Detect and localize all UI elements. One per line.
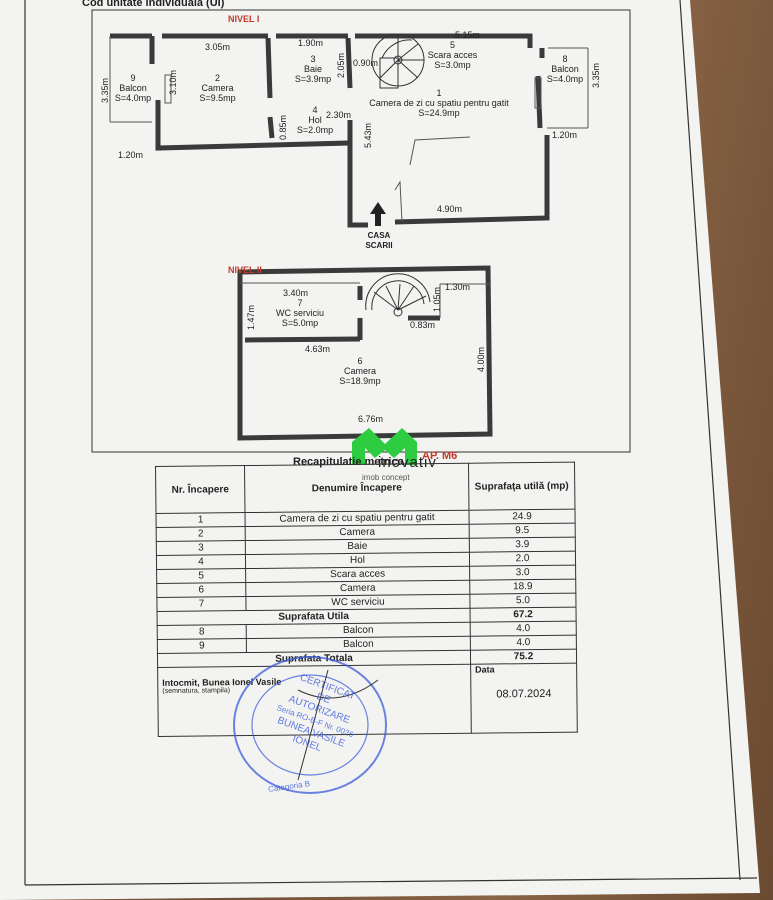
dim-4-00: 4.00m bbox=[476, 346, 486, 372]
dim-1-30: 1.30m bbox=[445, 282, 471, 292]
header-name: Denumire Încapere bbox=[244, 463, 469, 513]
dim-0-90: 0.90m bbox=[353, 58, 379, 68]
logo-tagline: imob concept bbox=[362, 473, 410, 482]
level-1-walls bbox=[110, 33, 550, 228]
dim-2-30: 2.30m bbox=[326, 110, 352, 120]
dim-3-35-right: 3.35m bbox=[591, 62, 601, 88]
logo-name: inovativ bbox=[378, 454, 437, 471]
authorization-stamp-icon bbox=[233, 656, 387, 794]
dim-1-90: 1.90m bbox=[298, 38, 324, 48]
dim-0-85: 0.85m bbox=[278, 114, 288, 140]
recap-title: Recapitulatie metrica bbox=[293, 456, 404, 468]
dim-1-47: 1.47m bbox=[246, 304, 256, 330]
page-border-right bbox=[679, 0, 741, 881]
dim-4-63: 4.63m bbox=[305, 344, 331, 354]
date-value: 08.07.2024 bbox=[496, 687, 552, 701]
table-header-row: Nr. Încapere Denumire Încapere Suprafaţa… bbox=[155, 462, 575, 514]
dim-3-05: 3.05m bbox=[205, 42, 231, 52]
date-label: Data bbox=[475, 664, 495, 675]
dim-3-10: 3.10m bbox=[168, 69, 178, 95]
dim-5-43: 5.43m bbox=[363, 122, 373, 148]
level-2-thin-lines bbox=[240, 282, 490, 318]
level-2-title: NIVEL II bbox=[228, 265, 262, 275]
inovativ-logo-icon bbox=[352, 428, 417, 465]
document-header: Cod unitate individuala (UI) bbox=[82, 0, 225, 9]
apartment-label: AP. M6 bbox=[422, 450, 458, 462]
dim-1-20-left: 1.20m bbox=[118, 150, 144, 160]
stair-access-arrow-icon bbox=[370, 202, 386, 226]
stair-house-label: CASA SCARII bbox=[365, 231, 393, 250]
dim-5-15: 5.15m bbox=[455, 30, 481, 40]
header-area: Suprafaţa utilă (mp) bbox=[468, 462, 575, 511]
dim-0-83: 0.83m bbox=[410, 320, 436, 330]
header-nr: Nr. Încapere bbox=[155, 465, 245, 514]
dim-3-40: 3.40m bbox=[283, 288, 309, 298]
page-border-bottom bbox=[24, 877, 758, 886]
level-2-walls bbox=[237, 265, 493, 441]
level-1-title: NIVEL I bbox=[228, 14, 260, 24]
dim-4-90: 4.90m bbox=[437, 204, 463, 214]
dim-1-20-right: 1.20m bbox=[552, 130, 578, 140]
dim-6-76: 6.76m bbox=[358, 414, 384, 424]
dim-3-35-left: 3.35m bbox=[100, 77, 110, 103]
stair-spiral-level-1 bbox=[371, 33, 425, 89]
stair-spiral-level-2 bbox=[365, 273, 431, 317]
dim-1-05: 1.05m bbox=[432, 286, 442, 312]
dim-2-05: 2.05m bbox=[336, 52, 346, 78]
level-1-thin-lines bbox=[109, 36, 589, 223]
